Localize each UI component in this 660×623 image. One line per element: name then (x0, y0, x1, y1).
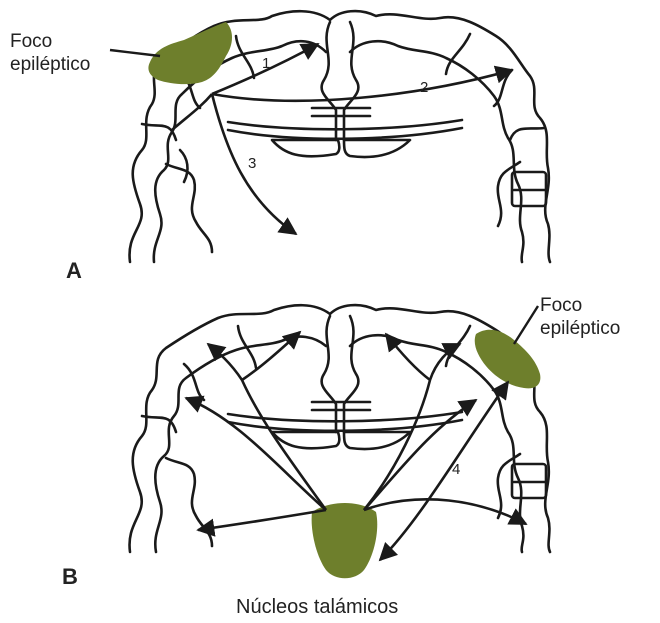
focus-label-b-line2: epiléptico (540, 317, 620, 340)
epileptic-focus-a (148, 22, 232, 84)
pathway-label-1: 1 (262, 56, 270, 71)
pathway-label-4: 4 (452, 462, 460, 477)
panel-label-a: A (66, 258, 82, 284)
thalamic-nuclei (312, 503, 378, 578)
ventricles-b (272, 432, 410, 449)
focus-leader-a (110, 50, 160, 56)
focus-label-a: Foco epiléptico (10, 30, 90, 76)
pathway-label-2: 2 (420, 80, 428, 95)
focus-label-a-line1: Foco (10, 30, 90, 53)
focus-label-b-line1: Foco (540, 294, 620, 317)
midline-fissure-b (322, 316, 359, 432)
focus-leader-b (514, 306, 538, 344)
midline-fissure-a (322, 22, 359, 140)
focus-label-a-line2: epiléptico (10, 53, 90, 76)
thalamus-caption: Núcleos talámicos (236, 596, 398, 619)
ventricles-a (272, 140, 410, 157)
pathway-label-3: 3 (248, 156, 256, 171)
panel-label-b: B (62, 564, 78, 590)
focus-label-b: Foco epiléptico (540, 294, 620, 340)
